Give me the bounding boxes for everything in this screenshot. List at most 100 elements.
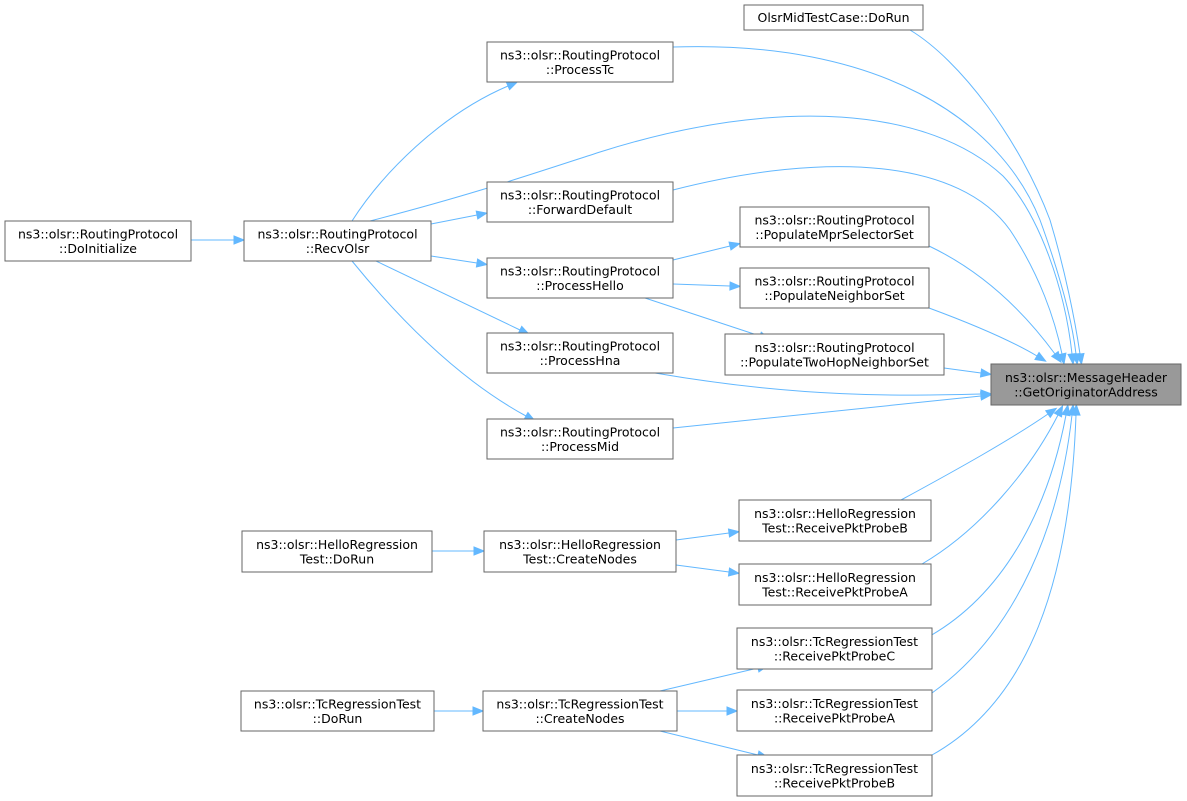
edge-line [909, 29, 1081, 355]
edge-line [675, 564, 730, 573]
node-box [743, 4, 924, 31]
node-box [486, 181, 674, 223]
node-populate-neighbor[interactable]: ns3::olsr::RoutingProtocol::PopulateNeig… [739, 267, 930, 309]
edge-line [943, 367, 982, 374]
node-tc-probeB[interactable]: ns3::olsr::TcRegressionTest::ReceivePktP… [736, 754, 933, 797]
node-label-line: Test::CreateNodes [522, 551, 637, 566]
node-tc-dorun[interactable]: ns3::olsr::TcRegressionTest::DoRun [240, 690, 435, 732]
node-label-line: ns3::olsr::RoutingProtocol [500, 424, 660, 439]
edge-arrowhead [728, 241, 742, 251]
node-process-tc[interactable]: ns3::olsr::RoutingProtocol::ProcessTc [486, 41, 674, 83]
edge-line [672, 283, 731, 287]
edge-line [928, 245, 1056, 355]
edges-layer [191, 29, 1085, 760]
node-label-line: ns3::olsr::TcRegressionTest [254, 696, 421, 711]
node-label-line: ::PopulateTwoHopNeighborSet [740, 354, 929, 369]
edge-tc_probeC-to-target [929, 403, 1071, 637]
edge-line [375, 260, 521, 331]
edge-hello_dorun-to-hello_createnodes [432, 546, 486, 556]
node-label-line: ::ReceivePktProbeB [774, 775, 895, 790]
node-process-mid[interactable]: ns3::olsr::RoutingProtocol::ProcessMid [486, 418, 674, 460]
edge-line [929, 414, 1067, 637]
edge-arrowhead [726, 706, 739, 716]
node-label-line: ns3::olsr::TcRegressionTest [496, 696, 663, 711]
node-tc-probeA[interactable]: ns3::olsr::TcRegressionTest::ReceivePktP… [736, 689, 933, 732]
edge-mid_dorun-to-target [909, 29, 1085, 366]
edge-process_hna-to-target [654, 372, 993, 399]
node-label-line: ::ProcessTc [546, 62, 614, 77]
node-label-line: Test::ReceivePktProbeB [761, 520, 908, 535]
node-label-line: ::ProcessHello [536, 278, 624, 293]
node-label-line: ns3::olsr::RoutingProtocol [500, 263, 660, 278]
node-recv-olsr[interactable]: ns3::olsr::RoutingProtocol::RecvOlsr [243, 220, 432, 262]
edge-arrowhead [979, 368, 993, 378]
node-label-line: ::ProcessMid [541, 439, 619, 454]
edge-line [430, 214, 478, 225]
edge-process_hello-to-populate_neighbor [672, 281, 742, 291]
edge-arrowhead [475, 210, 489, 220]
node-label-line: ::GetOriginatorAddress [1014, 384, 1158, 399]
node-hello-probeB[interactable]: ns3::olsr::HelloRegressionTest::ReceiveP… [738, 499, 932, 542]
node-box [990, 363, 1182, 406]
edge-arrowhead [475, 258, 489, 268]
node-label-line: ns3::olsr::HelloRegression [256, 537, 418, 552]
node-mid-dorun[interactable]: OlsrMidTestCase::DoRun [743, 4, 924, 31]
node-label-line: ::ReceivePktProbeC [774, 648, 895, 663]
edge-hello_probeA-to-target [921, 404, 1064, 565]
node-box [736, 627, 933, 670]
edge-line [659, 730, 759, 756]
node-label-line: ::PopulateNeighborSet [764, 288, 904, 303]
edge-line [369, 115, 1073, 355]
node-box [739, 267, 930, 309]
node-process-hna[interactable]: ns3::olsr::RoutingProtocol::ProcessHna [486, 332, 674, 374]
node-target[interactable]: ns3::olsr::MessageHeader::GetOriginatorA… [990, 363, 1182, 406]
node-hello-createnodes[interactable]: ns3::olsr::HelloRegressionTest::CreateNo… [483, 530, 677, 573]
node-forward-default[interactable]: ns3::olsr::RoutingProtocol::ForwardDefau… [486, 181, 674, 223]
node-box [241, 530, 433, 573]
edge-line [430, 255, 478, 264]
edge-process_tc-to-target [672, 46, 1081, 366]
node-label-line: ns3::olsr::HelloRegression [754, 570, 916, 585]
edge-recv_olsr-to-target [369, 115, 1077, 366]
node-label-line: ::ReceivePktProbeA [774, 710, 895, 725]
edge-arrowhead [729, 281, 742, 291]
edge-line [672, 46, 1077, 355]
node-label-line: ::RecvOlsr [306, 241, 370, 256]
edge-hello_createnodes-to-hello_probeB [675, 528, 741, 541]
node-process-hello[interactable]: ns3::olsr::RoutingProtocol::ProcessHello [486, 257, 674, 299]
edge-line [921, 414, 1059, 565]
node-label-line: ns3::olsr::RoutingProtocol [500, 338, 660, 353]
edge-tc_createnodes-to-tc_probeA [677, 706, 739, 716]
edge-line [931, 414, 1077, 756]
node-populate-twohop[interactable]: ns3::olsr::RoutingProtocol::PopulateTwoH… [724, 333, 945, 376]
node-label-line: ns3::olsr::RoutingProtocol [500, 187, 660, 202]
nodes-layer: ns3::olsr::MessageHeader::GetOriginatorA… [4, 4, 1182, 797]
node-label-line: Test::ReceivePktProbeA [761, 584, 908, 599]
node-label-line: ns3::olsr::TcRegressionTest [751, 634, 918, 649]
edge-process_hello-to-populate_mpr [672, 241, 742, 261]
node-tc-probeC[interactable]: ns3::olsr::TcRegressionTest::ReceivePktP… [736, 627, 933, 670]
node-label-line: ::PopulateMprSelectorSet [755, 227, 914, 242]
node-hello-probeA[interactable]: ns3::olsr::HelloRegressionTest::ReceiveP… [738, 563, 932, 606]
node-do-initialize[interactable]: ns3::olsr::RoutingProtocol::DoInitialize [4, 220, 192, 262]
node-label-line: ns3::olsr::HelloRegression [754, 506, 916, 521]
edge-recv_olsr-to-process_hello [430, 255, 489, 268]
node-label-line: ns3::olsr::TcRegressionTest [751, 696, 918, 711]
edge-arrowhead [505, 81, 519, 91]
node-box [486, 41, 674, 83]
edge-line [659, 667, 759, 692]
node-label-line: ::ProcessHna [540, 353, 621, 368]
node-populate-mpr[interactable]: ns3::olsr::RoutingProtocol::PopulateMprS… [739, 206, 930, 248]
edge-line [675, 532, 730, 541]
edge-arrowhead [727, 567, 741, 577]
node-tc-createnodes[interactable]: ns3::olsr::TcRegressionTest::CreateNodes [482, 690, 678, 732]
node-label-line: ns3::olsr::HelloRegression [499, 537, 661, 552]
edge-tc_probeA-to-target [931, 403, 1077, 694]
edge-line [928, 307, 1038, 357]
node-box [736, 689, 933, 732]
edge-hello_createnodes-to-hello_probeA [675, 564, 741, 577]
node-label-line: ::DoInitialize [59, 241, 137, 256]
node-box [486, 257, 674, 299]
